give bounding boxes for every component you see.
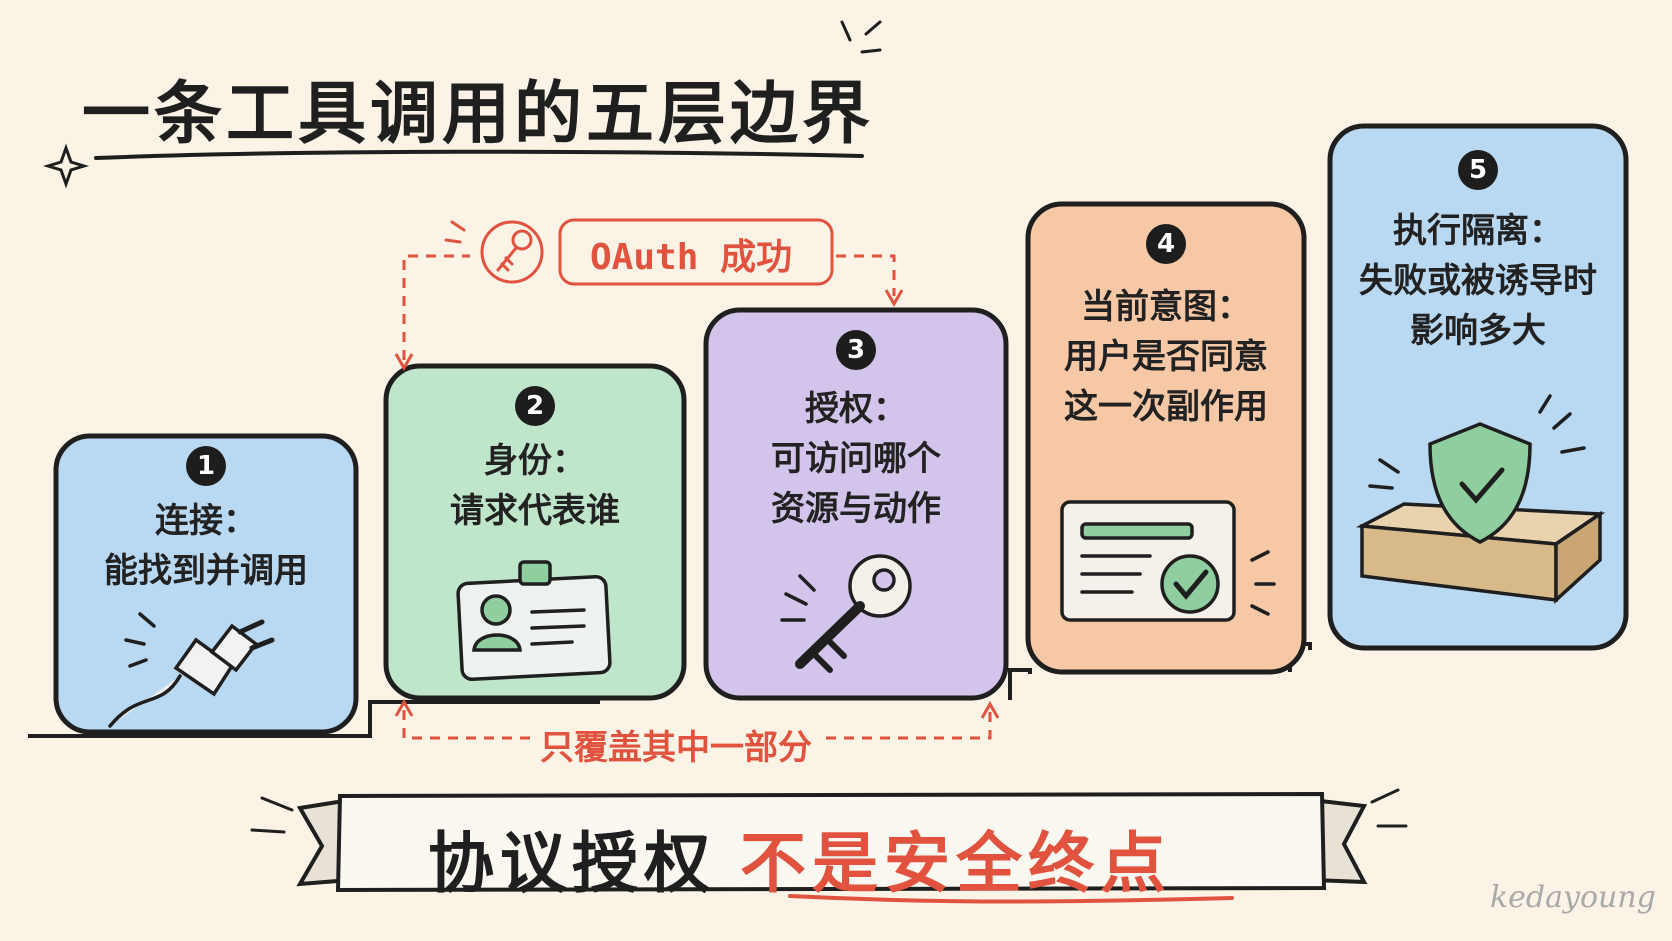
sparkle-icon — [42, 143, 90, 189]
banner-text: 协议授权不是安全终点 — [428, 810, 1172, 906]
banner-underline — [788, 894, 1234, 904]
layer-heading-5: 执行隔离： — [1393, 211, 1563, 251]
layer-desc-4-line2: 这一次副作用 — [1064, 387, 1268, 427]
layer-number-1: 1 — [186, 446, 226, 486]
layer-heading-1: 连接： — [155, 501, 257, 541]
layer-text-3: 授权： 可访问哪个 资源与动作 — [706, 384, 1006, 534]
consent-check-icon — [1060, 500, 1276, 622]
layer-text-2: 身份： 请求代表谁 — [386, 436, 684, 536]
ground-line — [28, 700, 600, 738]
layer-text-1: 连接： 能找到并调用 — [56, 496, 356, 596]
layer-desc-4-line1: 用户是否同意 — [1064, 337, 1268, 377]
layer-card-1 — [53, 433, 359, 735]
layer-card-3 — [703, 307, 1009, 701]
page-title: 一条工具调用的五层边界 — [82, 75, 875, 154]
layer-desc-2-line1: 请求代表谁 — [450, 491, 620, 531]
layer-desc-5-line1: 失败或被诱导时 — [1359, 261, 1597, 301]
oauth-key-icon — [480, 220, 544, 284]
layer-desc-5-line2: 影响多大 — [1410, 311, 1546, 351]
oauth-suffix: 成功 — [720, 237, 793, 278]
stair-step-2 — [1008, 668, 1032, 700]
banner-spark-lines — [250, 788, 1408, 834]
signature: kedayoung — [1490, 880, 1656, 915]
key-icon — [780, 554, 912, 673]
layer-number-2: 2 — [515, 386, 555, 426]
layer-number-5: 5 — [1458, 150, 1498, 190]
layer-heading-3: 授权： — [805, 389, 907, 429]
layer-number-4: 4 — [1146, 224, 1186, 264]
plug-icon — [108, 612, 275, 728]
sandbox-shield-icon — [1355, 394, 1606, 604]
layer-text-4: 当前意图： 用户是否同意 这一次副作用 — [1028, 282, 1304, 432]
layer-heading-4: 当前意图： — [1081, 287, 1251, 327]
partial-coverage-label: 只覆盖其中一部分 — [532, 720, 820, 769]
banner-ribbon — [296, 791, 1368, 893]
layer-heading-2: 身份： — [484, 441, 586, 481]
layer-number-3: 3 — [836, 330, 876, 370]
banner-part1: 协议授权 — [428, 825, 716, 902]
oauth-success-label: OAuth 成功 — [590, 228, 792, 280]
oauth-arrow — [402, 254, 896, 360]
spark-lines-icon — [840, 20, 882, 54]
oauth-prefix: OAuth — [590, 237, 699, 278]
layer-desc-3-line1: 可访问哪个 — [771, 439, 941, 479]
oauth-label-box — [558, 218, 834, 286]
id-badge-icon — [456, 560, 612, 682]
layer-desc-3-line2: 资源与动作 — [771, 489, 941, 529]
layer-desc-1-line1: 能找到并调用 — [104, 551, 308, 591]
layer-text-5: 执行隔离： 失败或被诱导时 影响多大 — [1330, 206, 1626, 356]
banner-part2: 不是安全终点 — [740, 825, 1172, 902]
